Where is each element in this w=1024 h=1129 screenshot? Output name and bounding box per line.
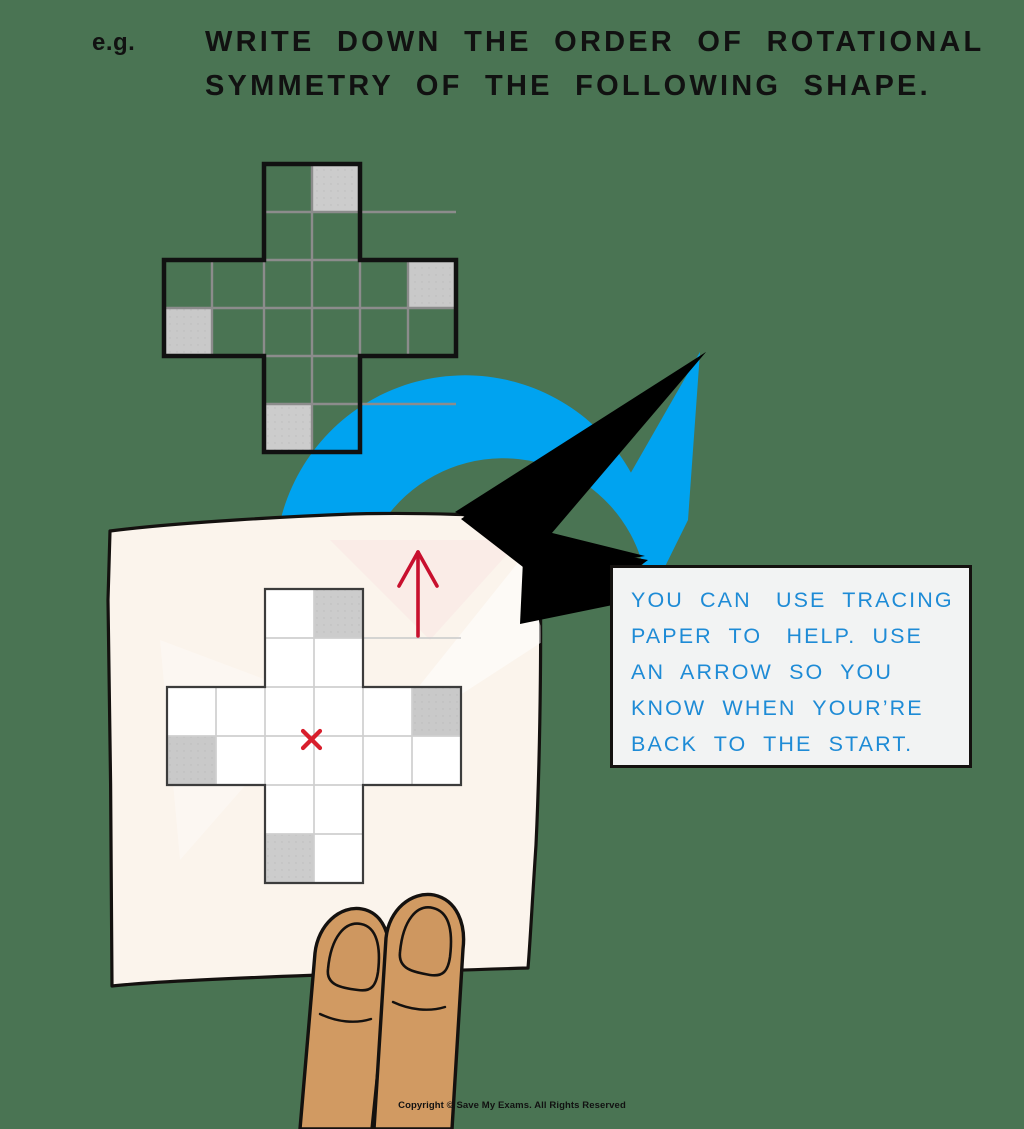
two-fingers-holding-paper xyxy=(298,892,466,1129)
centre-marker-icon xyxy=(300,728,323,751)
callout-line-4: KNOW WHEN YOUR’RE xyxy=(631,696,924,720)
black-pointer-arrow xyxy=(455,352,706,624)
shaded-cell-top xyxy=(312,164,360,212)
callout-line-5: BACK TO THE START. xyxy=(631,732,914,756)
callout-line-3: AN ARROW SO YOU xyxy=(631,660,893,684)
rotational-symmetry-cross-shape xyxy=(161,161,459,455)
traced-shaded-cell-bottom xyxy=(265,834,314,883)
copyright-footer: Copyright © Save My Exams. All Rights Re… xyxy=(398,1100,626,1111)
question-line-2: SYMMETRY OF THE FOLLOWING SHAPE. xyxy=(205,70,931,102)
traced-cross-outline xyxy=(165,587,463,885)
cross-outline xyxy=(161,161,459,455)
red-reference-arrow-on-tracing-paper xyxy=(397,550,439,638)
shaded-cell-right xyxy=(408,260,456,308)
question-line-1: WRITE DOWN THE ORDER OF ROTATIONAL xyxy=(205,26,985,58)
shaded-cell-left xyxy=(164,308,212,356)
traced-cross-on-tracing-paper xyxy=(165,587,463,885)
example-prefix: e.g. xyxy=(92,29,136,56)
shaded-cell-bottom xyxy=(264,404,312,452)
traced-shaded-cell-right xyxy=(412,687,461,736)
traced-shaded-cell-left xyxy=(167,736,216,785)
traced-shaded-cell-top xyxy=(314,589,363,638)
tracing-paper-tip-callout: YOU CAN USE TRACING PAPER TO HELP. USE A… xyxy=(610,565,972,768)
callout-line-2: PAPER TO HELP. USE xyxy=(631,624,923,648)
callout-line-1: YOU CAN USE TRACING xyxy=(631,588,954,612)
